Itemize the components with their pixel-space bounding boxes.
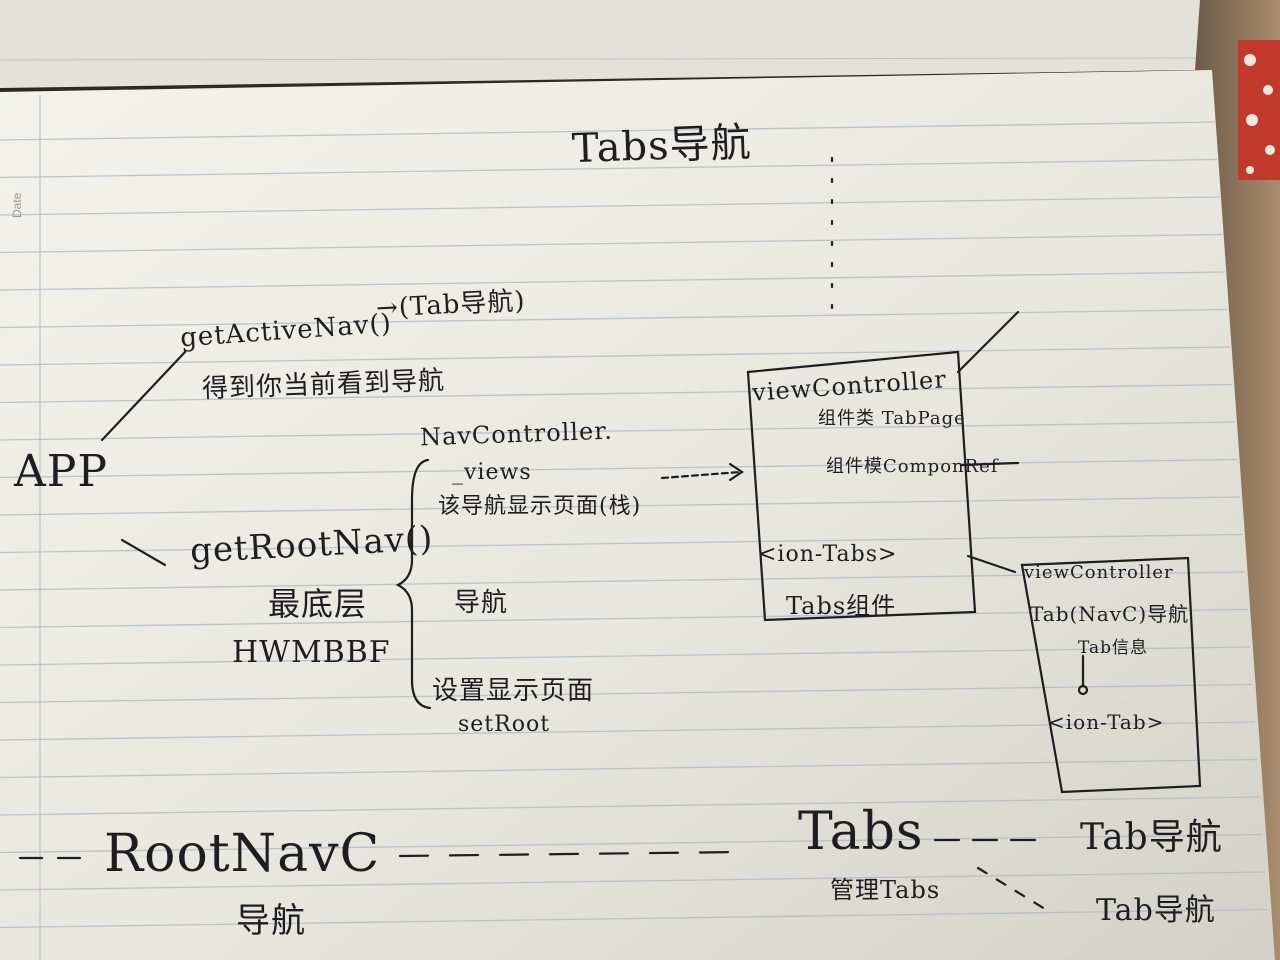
ruled-line bbox=[0, 158, 1218, 179]
ruled-line bbox=[0, 346, 1231, 366]
branch-line-lower bbox=[120, 538, 167, 567]
ruled-line bbox=[0, 871, 1266, 891]
component-class-label: 组件类 TabPage bbox=[818, 408, 966, 429]
manage-tabs-label: 管理Tabs bbox=[830, 876, 941, 904]
notebook-page bbox=[0, 70, 1275, 960]
nav-label: 导航 bbox=[454, 588, 509, 618]
box-connector-line bbox=[966, 554, 1017, 574]
view-controller-2-title: viewController bbox=[1024, 562, 1174, 583]
box-right-line bbox=[960, 461, 1020, 467]
tabs-label: Tabs bbox=[798, 802, 924, 862]
arrow-line bbox=[660, 470, 742, 480]
ruled-line bbox=[0, 233, 1223, 254]
root-navc-sub-label: 导航 bbox=[236, 901, 306, 941]
tabs-component-label: Tabs组件 bbox=[786, 592, 897, 620]
tab-info-dot bbox=[1077, 684, 1089, 696]
ruled-line bbox=[0, 458, 1238, 479]
ruled-line bbox=[0, 758, 1258, 779]
component-ref-label: 组件模ComponRef bbox=[826, 456, 999, 477]
nav-views-label: _views bbox=[452, 460, 532, 485]
ion-tab-label: <ion-Tab> bbox=[1048, 710, 1165, 734]
tab-nav-label-1: Tab导航 bbox=[1080, 817, 1223, 858]
ruled-line bbox=[0, 571, 1246, 591]
ink-strokes bbox=[18, 156, 1202, 914]
nav-views-desc: 该导航显示页面(栈) bbox=[438, 494, 642, 519]
ruled-line bbox=[0, 833, 1263, 854]
ruled-line bbox=[0, 908, 1268, 929]
bottom-dashed-line bbox=[398, 850, 742, 858]
root-navc-label: RootNavC bbox=[104, 824, 381, 884]
ruled-line bbox=[0, 121, 1216, 141]
set-root-label: 设置显示页面 bbox=[432, 676, 595, 706]
ruled-line bbox=[0, 196, 1221, 216]
ruled-line bbox=[0, 496, 1241, 516]
app-label: APP bbox=[14, 446, 108, 497]
date-label: Date bbox=[10, 192, 24, 218]
ruled-line bbox=[0, 721, 1256, 741]
set-root-fn-label: setRoot bbox=[458, 712, 551, 737]
root-bottom-label: 最底层 bbox=[268, 585, 368, 623]
red-fabric-pattern bbox=[1238, 40, 1280, 180]
view-controller-box bbox=[746, 350, 977, 622]
view-controller-box-2 bbox=[1020, 556, 1202, 794]
ruled-line bbox=[0, 796, 1261, 816]
ruled-line bbox=[0, 421, 1236, 441]
tab-navc-label: Tab(NavC)导航 bbox=[1030, 602, 1190, 626]
page-title: Tabs导航 bbox=[571, 119, 753, 173]
ruled-line bbox=[0, 608, 1248, 629]
back-page-rule bbox=[0, 57, 1197, 61]
ruled-line bbox=[0, 383, 1233, 404]
ion-tabs-label: <ion-Tabs> bbox=[758, 542, 898, 567]
brace bbox=[395, 458, 432, 710]
ruled-line bbox=[0, 533, 1243, 554]
back-page bbox=[0, 0, 1200, 88]
tab-nav-label-2: Tab导航 bbox=[1096, 893, 1216, 928]
root-code-label: HWMBBF bbox=[232, 635, 391, 670]
nav-controller-title: NavController. bbox=[419, 416, 614, 452]
ruled-lines bbox=[0, 121, 1268, 929]
branch-line-upper bbox=[100, 350, 187, 442]
box-diagonal-line bbox=[956, 310, 1020, 374]
ruled-line bbox=[0, 308, 1228, 329]
ruled-line bbox=[0, 646, 1251, 666]
tab-info-label: Tab信息 bbox=[1078, 638, 1149, 658]
tab-nav-arrow-label: →(Tab导航) bbox=[375, 286, 527, 324]
ruled-line bbox=[0, 271, 1226, 291]
arrow-head bbox=[728, 462, 744, 482]
